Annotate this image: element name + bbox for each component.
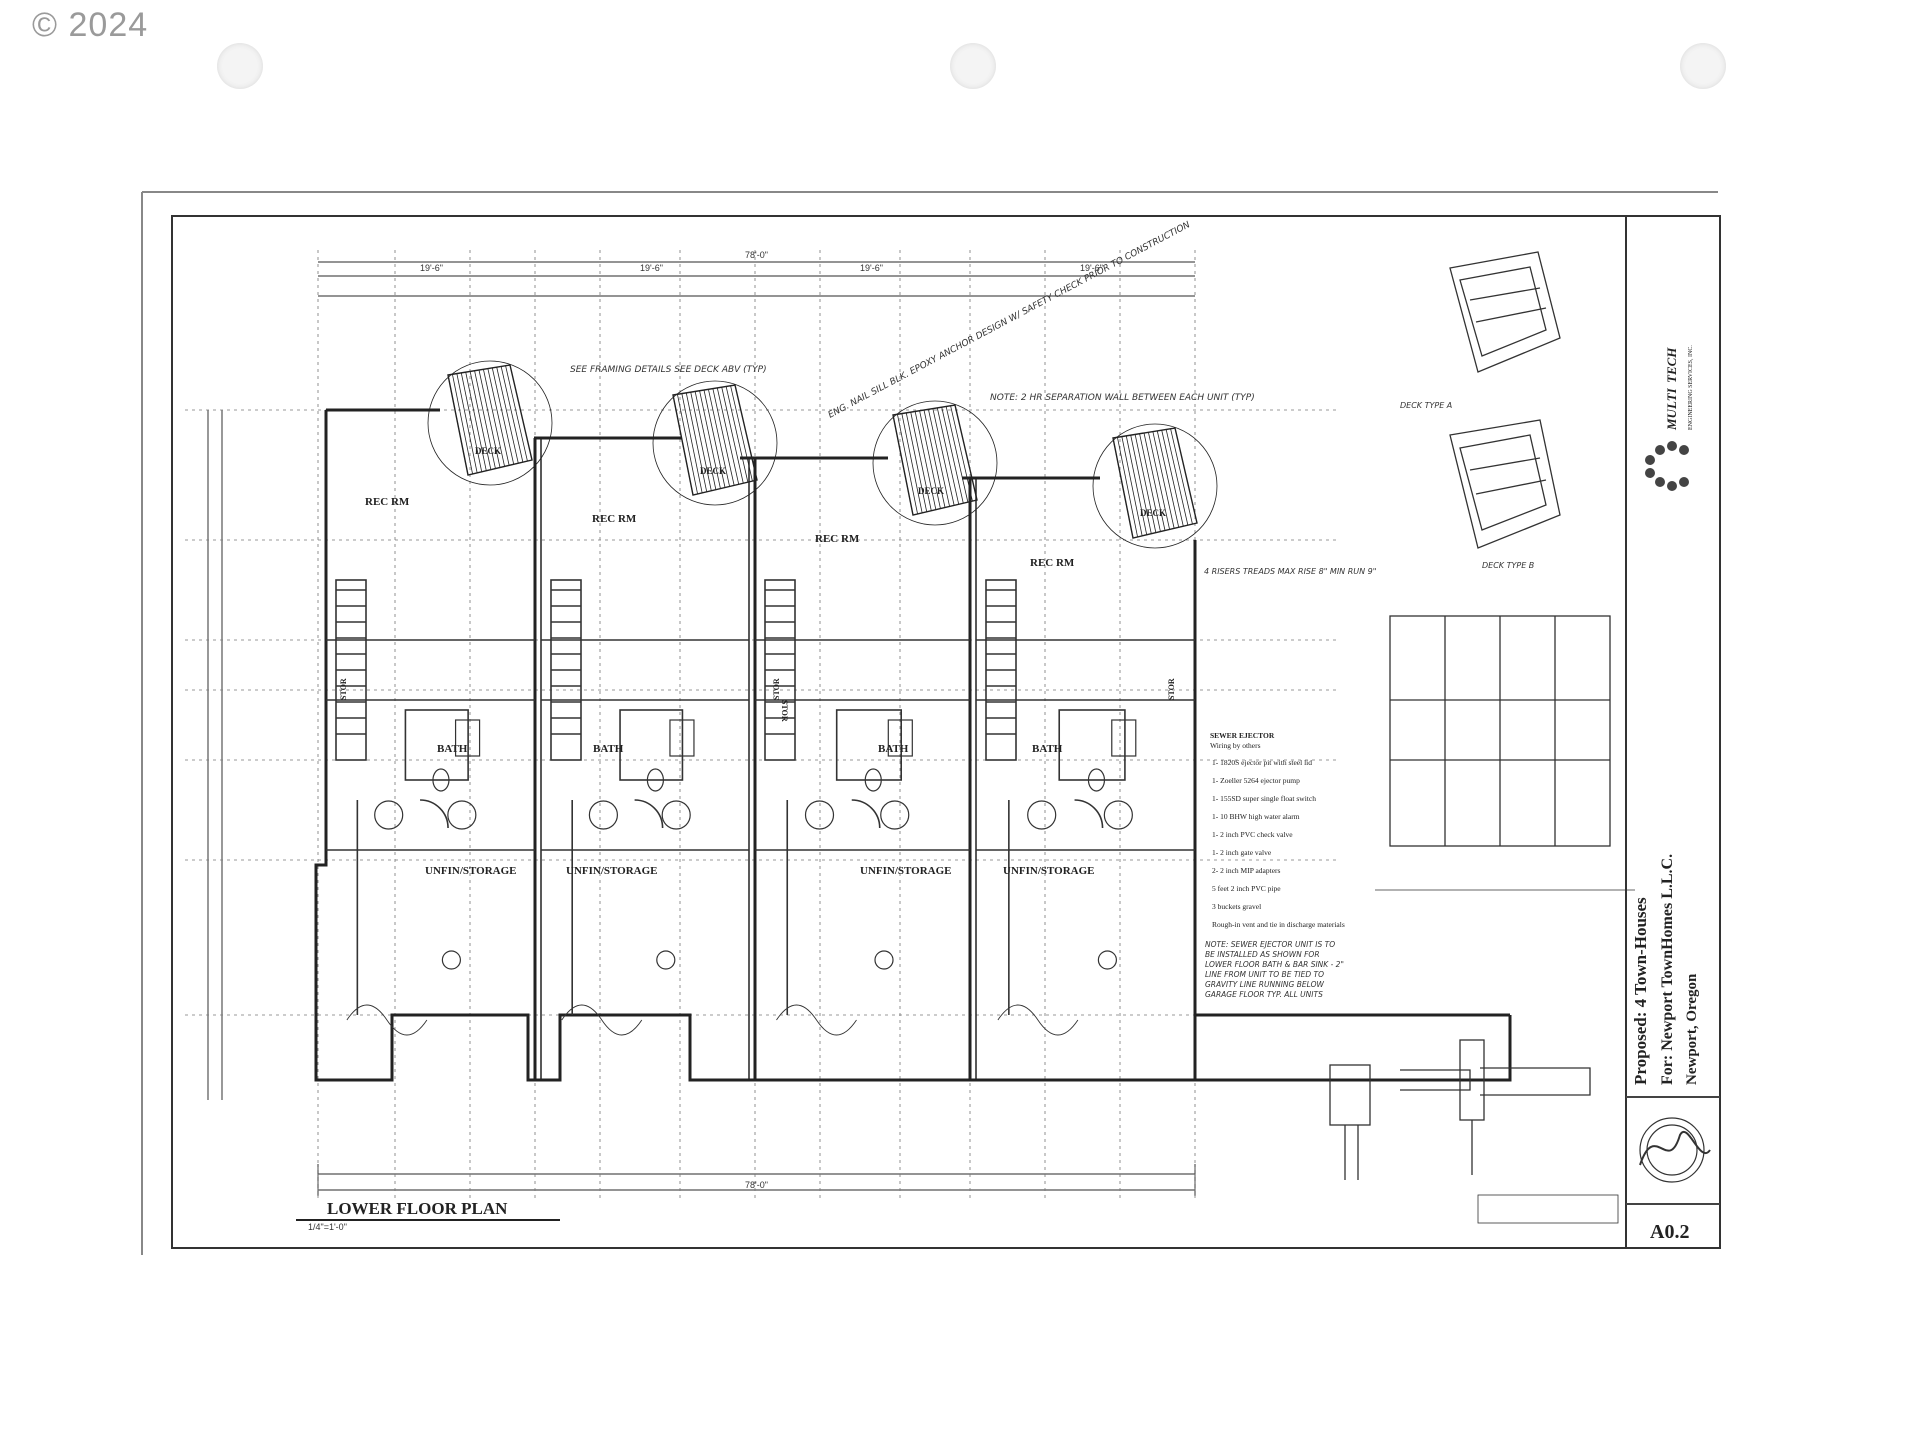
project-location: Newport, Oregon — [1684, 973, 1700, 1085]
room-label-rec-4: REC RM — [1030, 557, 1075, 569]
room-label-unfin-2: UNFIN/STORAGE — [566, 865, 657, 877]
room-label-rec-2: REC RM — [592, 513, 637, 525]
room-label-bath-2: BATH — [593, 743, 624, 755]
room-label-stor-3: STOR — [780, 700, 789, 722]
punch-hole-right — [1680, 43, 1726, 89]
room-label-rec-1: REC RM — [365, 496, 410, 508]
firm-name-top: MULTI — [1664, 387, 1679, 431]
plan-scale: 1/4"=1'-0" — [308, 1222, 347, 1232]
firm-subtitle: ENGINEERING SERVICES, INC. — [1688, 345, 1694, 430]
room-label-deck-2: DECK — [700, 466, 726, 476]
sewer-item-7: 2- 2 inch MIP adapters — [1212, 866, 1281, 875]
sewer-item-6: 1- 2 inch gate valve — [1212, 848, 1272, 857]
sewer-item-8: 5 feet 2 inch PVC pipe — [1212, 884, 1281, 893]
engineer-stamp-seal — [1639, 1117, 1711, 1183]
room-label-rec-3: REC RM — [815, 533, 860, 545]
room-label-stor-2: STOR — [772, 678, 781, 700]
room-label-bath-1: BATH — [437, 743, 468, 755]
dim-unit-4: 19'-6" — [1080, 263, 1103, 273]
sheet-number: A0.2 — [1650, 1221, 1689, 1243]
firm-name-bottom: TECH — [1664, 347, 1679, 383]
copyright-notice: © 2024 — [32, 6, 149, 44]
room-label-deck-1: DECK — [475, 446, 501, 456]
sewer-item-5: 1- 2 inch PVC check valve — [1212, 830, 1293, 839]
plan-title: LOWER FLOOR PLAN — [327, 1199, 508, 1218]
note-ejector: NOTE: SEWER EJECTOR UNIT IS TO BE INSTAL… — [1205, 940, 1344, 999]
punch-hole-center — [950, 43, 996, 89]
room-label-bath-3: BATH — [878, 743, 909, 755]
sewer-item-10: Rough-in vent and tie in discharge mater… — [1212, 920, 1345, 929]
client-name: For: Newport TownHomes L.L.C. — [1659, 854, 1676, 1085]
sewer-item-4: 1- 10 BHW high water alarm — [1212, 812, 1300, 821]
punch-hole-left — [217, 43, 263, 89]
room-label-unfin-4: UNFIN/STORAGE — [1003, 865, 1094, 877]
note-deck-detail: SEE FRAMING DETAILS SEE DECK ABV (TYP) — [570, 365, 767, 375]
sewer-item-9: 3 buckets gravel — [1212, 902, 1261, 911]
room-label-unfin-3: UNFIN/STORAGE — [860, 865, 951, 877]
sewer-item-1: 1- 1820S ejector pit with steel lid — [1212, 758, 1312, 767]
sewer-item-3: 1- 155SD super single float switch — [1212, 794, 1316, 803]
sewer-subtitle: Wiring by others — [1210, 741, 1261, 750]
note-stairs: 4 RISERS TREADS MAX RISE 8" MIN RUN 9" — [1204, 567, 1376, 576]
note-deck-type-a: DECK TYPE A — [1400, 401, 1452, 410]
room-label-deck-4: DECK — [1140, 508, 1166, 518]
dim-overall-top: 78'-0" — [745, 250, 768, 260]
dim-unit-2: 19'-6" — [640, 263, 663, 273]
note-separation: NOTE: 2 HR SEPARATION WALL BETWEEN EACH … — [990, 393, 1255, 403]
sewer-title: SEWER EJECTOR — [1210, 731, 1275, 740]
room-label-unfin-1: UNFIN/STORAGE — [425, 865, 516, 877]
room-label-stor-1: STOR — [339, 678, 348, 700]
sewer-item-2: 1- Zoeller 5264 ejector pump — [1212, 776, 1300, 785]
room-label-stor-4: STOR — [1167, 678, 1176, 700]
note-eng: ENG. NAIL SILL BLK. EPOXY ANCHOR DESIGN … — [827, 220, 1192, 421]
room-label-bath-4: BATH — [1032, 743, 1063, 755]
note-deck-type-b: DECK TYPE B — [1482, 561, 1534, 570]
dim-unit-1: 19'-6" — [420, 263, 443, 273]
dim-unit-3: 19'-6" — [860, 263, 883, 273]
project-title: Proposed: 4 Town-Houses — [1631, 897, 1650, 1085]
room-label-deck-3: DECK — [918, 486, 944, 496]
dim-overall-bottom: 78'-0" — [745, 1180, 768, 1190]
